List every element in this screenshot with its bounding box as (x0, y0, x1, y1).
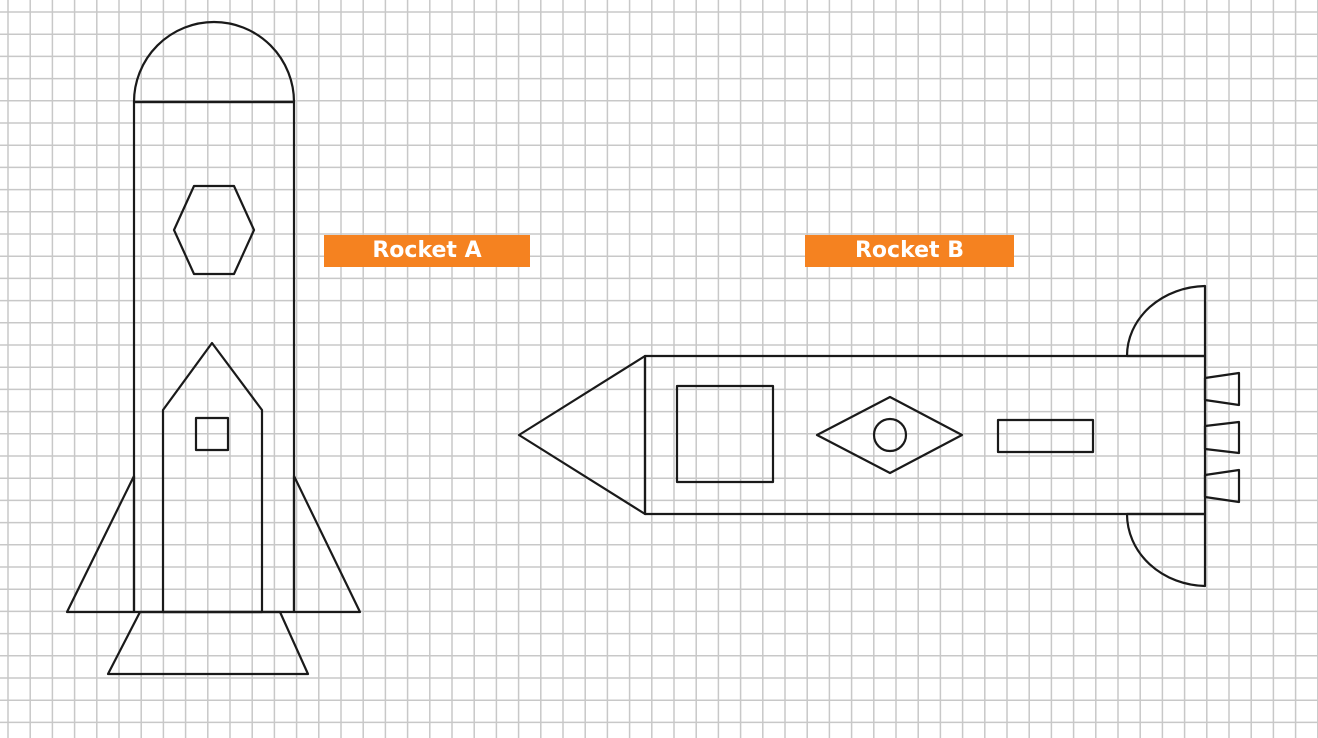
rocket-a-label: Rocket A (324, 235, 530, 267)
rocket-b-long-window (996, 418, 1095, 454)
rocket-b-diamond-window (815, 395, 964, 475)
rocket-b (517, 284, 1241, 588)
rocket-b-label: Rocket B (805, 235, 1014, 267)
rocket-a-body (132, 100, 296, 614)
rocket-a-hexagon-window (172, 184, 256, 276)
rocket-a-small-window (194, 416, 230, 452)
rocket-b-thruster-3 (1203, 468, 1241, 504)
rocket-a-door (161, 341, 264, 614)
rocket-b-round-window (872, 417, 908, 453)
rocket-a-nose-cone (132, 20, 296, 104)
rocket-a-nozzle (106, 610, 310, 676)
rocket-b-top-fin (1125, 284, 1207, 358)
rocket-b-thruster-1 (1203, 371, 1241, 407)
rocket-b-square-window (675, 384, 775, 484)
rocket-a-left-fin (65, 474, 136, 614)
rocket-b-thruster-2 (1203, 420, 1241, 455)
rocket-a-right-fin (292, 474, 362, 614)
rocket-b-nose-cone (517, 354, 647, 516)
rocket-a (65, 20, 362, 676)
rocket-b-bottom-fin (1125, 512, 1207, 588)
rocket-b-body (643, 354, 1207, 516)
